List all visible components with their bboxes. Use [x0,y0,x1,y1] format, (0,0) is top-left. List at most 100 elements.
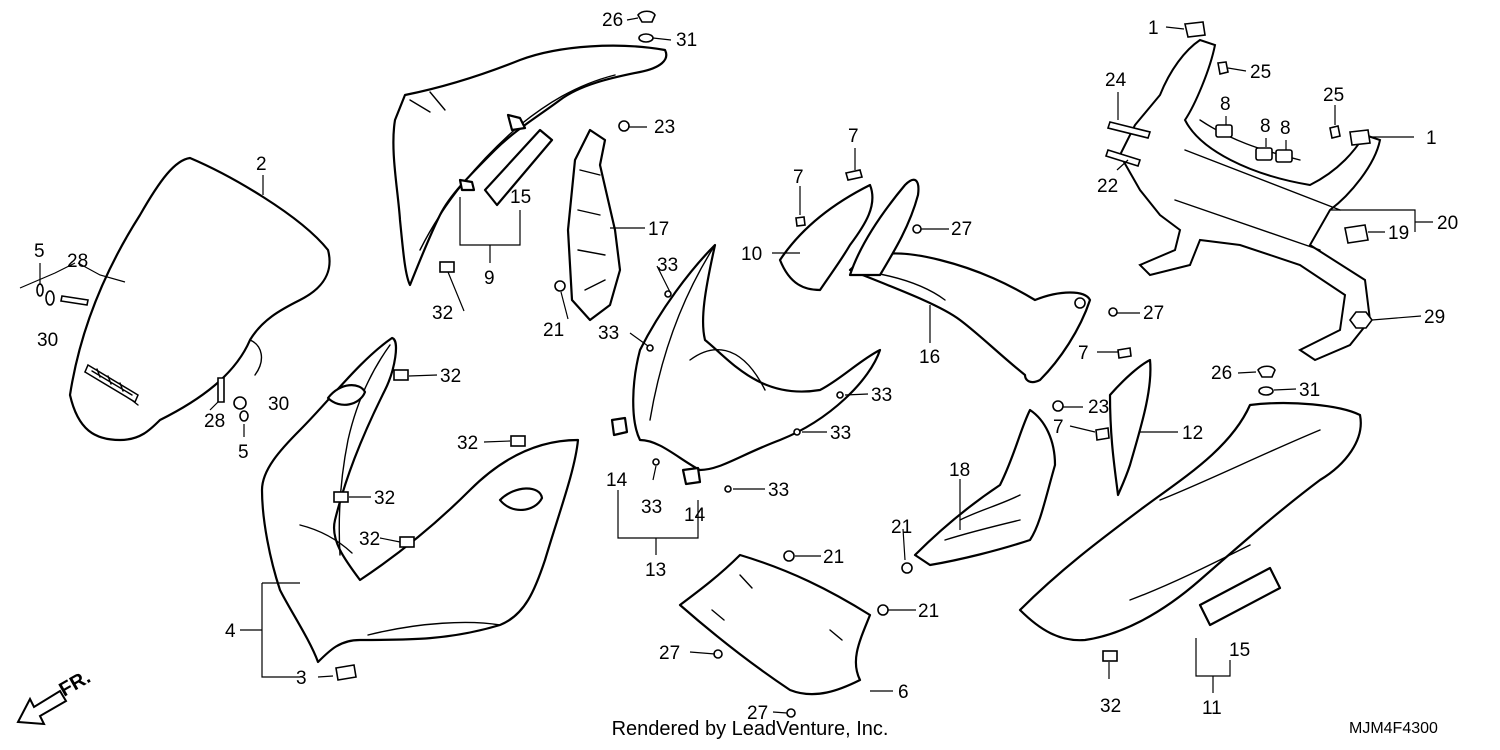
front-direction-indicator: FR. [16,666,94,726]
screw-23a [618,120,630,132]
callout-22: 22 [1097,176,1118,197]
screw-27c [713,649,723,659]
side-panel-part[interactable] [1108,358,1152,497]
screw-23b [1052,400,1064,412]
clip-7a [844,169,864,181]
inner-bracket-part[interactable] [566,128,622,322]
callout-1b: 1 [1426,128,1437,149]
screw-21d [901,562,913,574]
screw-26-right [1257,365,1276,378]
callout-27a: 27 [951,219,972,240]
callout-15a: 15 [510,187,531,208]
screw-27a [912,224,922,234]
callout-30a: 30 [37,330,58,351]
grommet-8a [1215,124,1233,138]
callout-25b: 25 [1323,85,1344,106]
callout-33d: 33 [830,423,851,444]
render-credit: Rendered by LeadVenture, Inc. [611,718,889,740]
callout-17: 17 [648,219,669,240]
clip-32-f [1102,650,1118,662]
callout-5b: 5 [238,442,249,463]
center-cowl-ear-left [610,416,702,486]
upper-cowl-part[interactable] [848,252,1092,384]
washer-30-lower [233,396,247,410]
callout-31b: 31 [1299,380,1320,401]
garnish-strip-lower-part[interactable] [1198,566,1282,627]
screw-33e [652,458,660,466]
clip-7d [1095,427,1110,441]
callout-7a: 7 [848,126,859,147]
center-panel-right[interactable] [848,178,920,277]
screw-33d [793,428,801,436]
callout-30b: 30 [268,394,289,415]
callout-7d: 7 [1053,417,1064,438]
screw-21c [877,604,889,616]
callout-6: 6 [898,682,909,703]
callout-5a: 5 [34,241,45,262]
screw-21a [554,280,566,292]
screw-33f [724,485,732,493]
callout-33e: 33 [641,497,662,518]
center-cowl-part[interactable] [632,243,882,472]
callout-33c: 33 [871,385,892,406]
callout-21a: 21 [543,320,564,341]
callout-29: 29 [1424,307,1445,328]
screw-27b [1108,307,1118,317]
screw-21b [783,550,795,562]
grommet-8c [1275,149,1293,163]
callout-20: 20 [1437,213,1458,234]
fairing-stay-part[interactable] [1118,38,1382,362]
middle-cowl-part[interactable] [260,336,580,664]
bolt-22 [1104,149,1142,167]
callout-27d: 27 [747,703,768,724]
lower-cover-part[interactable] [678,553,872,696]
screw-33c [836,391,844,399]
callout-32e: 32 [359,529,380,550]
callout-27c: 27 [659,643,680,664]
inner-fairing-upper-part[interactable] [392,44,668,287]
windscreen-logo [84,363,139,404]
callout-13: 13 [645,560,666,581]
clip-32-b [393,369,409,381]
callout-28b: 28 [204,411,225,432]
grommet-1-right [1349,129,1371,146]
nut-29 [1349,311,1373,329]
clip-7c [1117,347,1132,359]
screw-33a [664,290,672,298]
front-arrow-icon [16,689,68,726]
callout-21c: 21 [918,601,939,622]
callout-18: 18 [949,460,970,481]
callout-12: 12 [1182,423,1203,444]
callout-4: 4 [225,621,236,642]
center-panel-part[interactable] [778,183,874,292]
callout-8c: 8 [1280,118,1291,139]
callout-9: 9 [484,268,495,289]
grommet-1-left [1184,21,1206,38]
callout-33b: 33 [598,323,619,344]
callout-2: 2 [256,154,267,175]
bolt-28-lower [217,377,225,403]
inner-lower-part[interactable] [913,408,1057,567]
callout-14b: 14 [684,505,706,526]
callout-3: 3 [296,668,307,689]
callout-31a: 31 [676,30,697,51]
callout-8b: 8 [1260,116,1271,137]
callout-16: 16 [919,347,940,368]
diagram-code: MJM4F4300 [1349,720,1438,737]
lower-cowl-part[interactable] [1018,401,1362,642]
callout-11: 11 [1202,698,1222,719]
garnish-strip-upper-part[interactable] [483,128,554,207]
callout-15b: 15 [1229,640,1250,661]
callout-26a: 26 [602,10,623,31]
windscreen-part[interactable] [68,156,331,442]
callout-33a: 33 [657,255,678,276]
callout-24: 24 [1105,70,1127,91]
grommet-8b [1255,147,1273,161]
callout-25a: 25 [1250,62,1271,83]
callout-32b: 32 [440,366,461,387]
callout-10: 10 [741,244,762,265]
callout-7b: 7 [793,167,804,188]
callout-23b: 23 [1088,397,1109,418]
callout-21d: 21 [891,517,912,538]
